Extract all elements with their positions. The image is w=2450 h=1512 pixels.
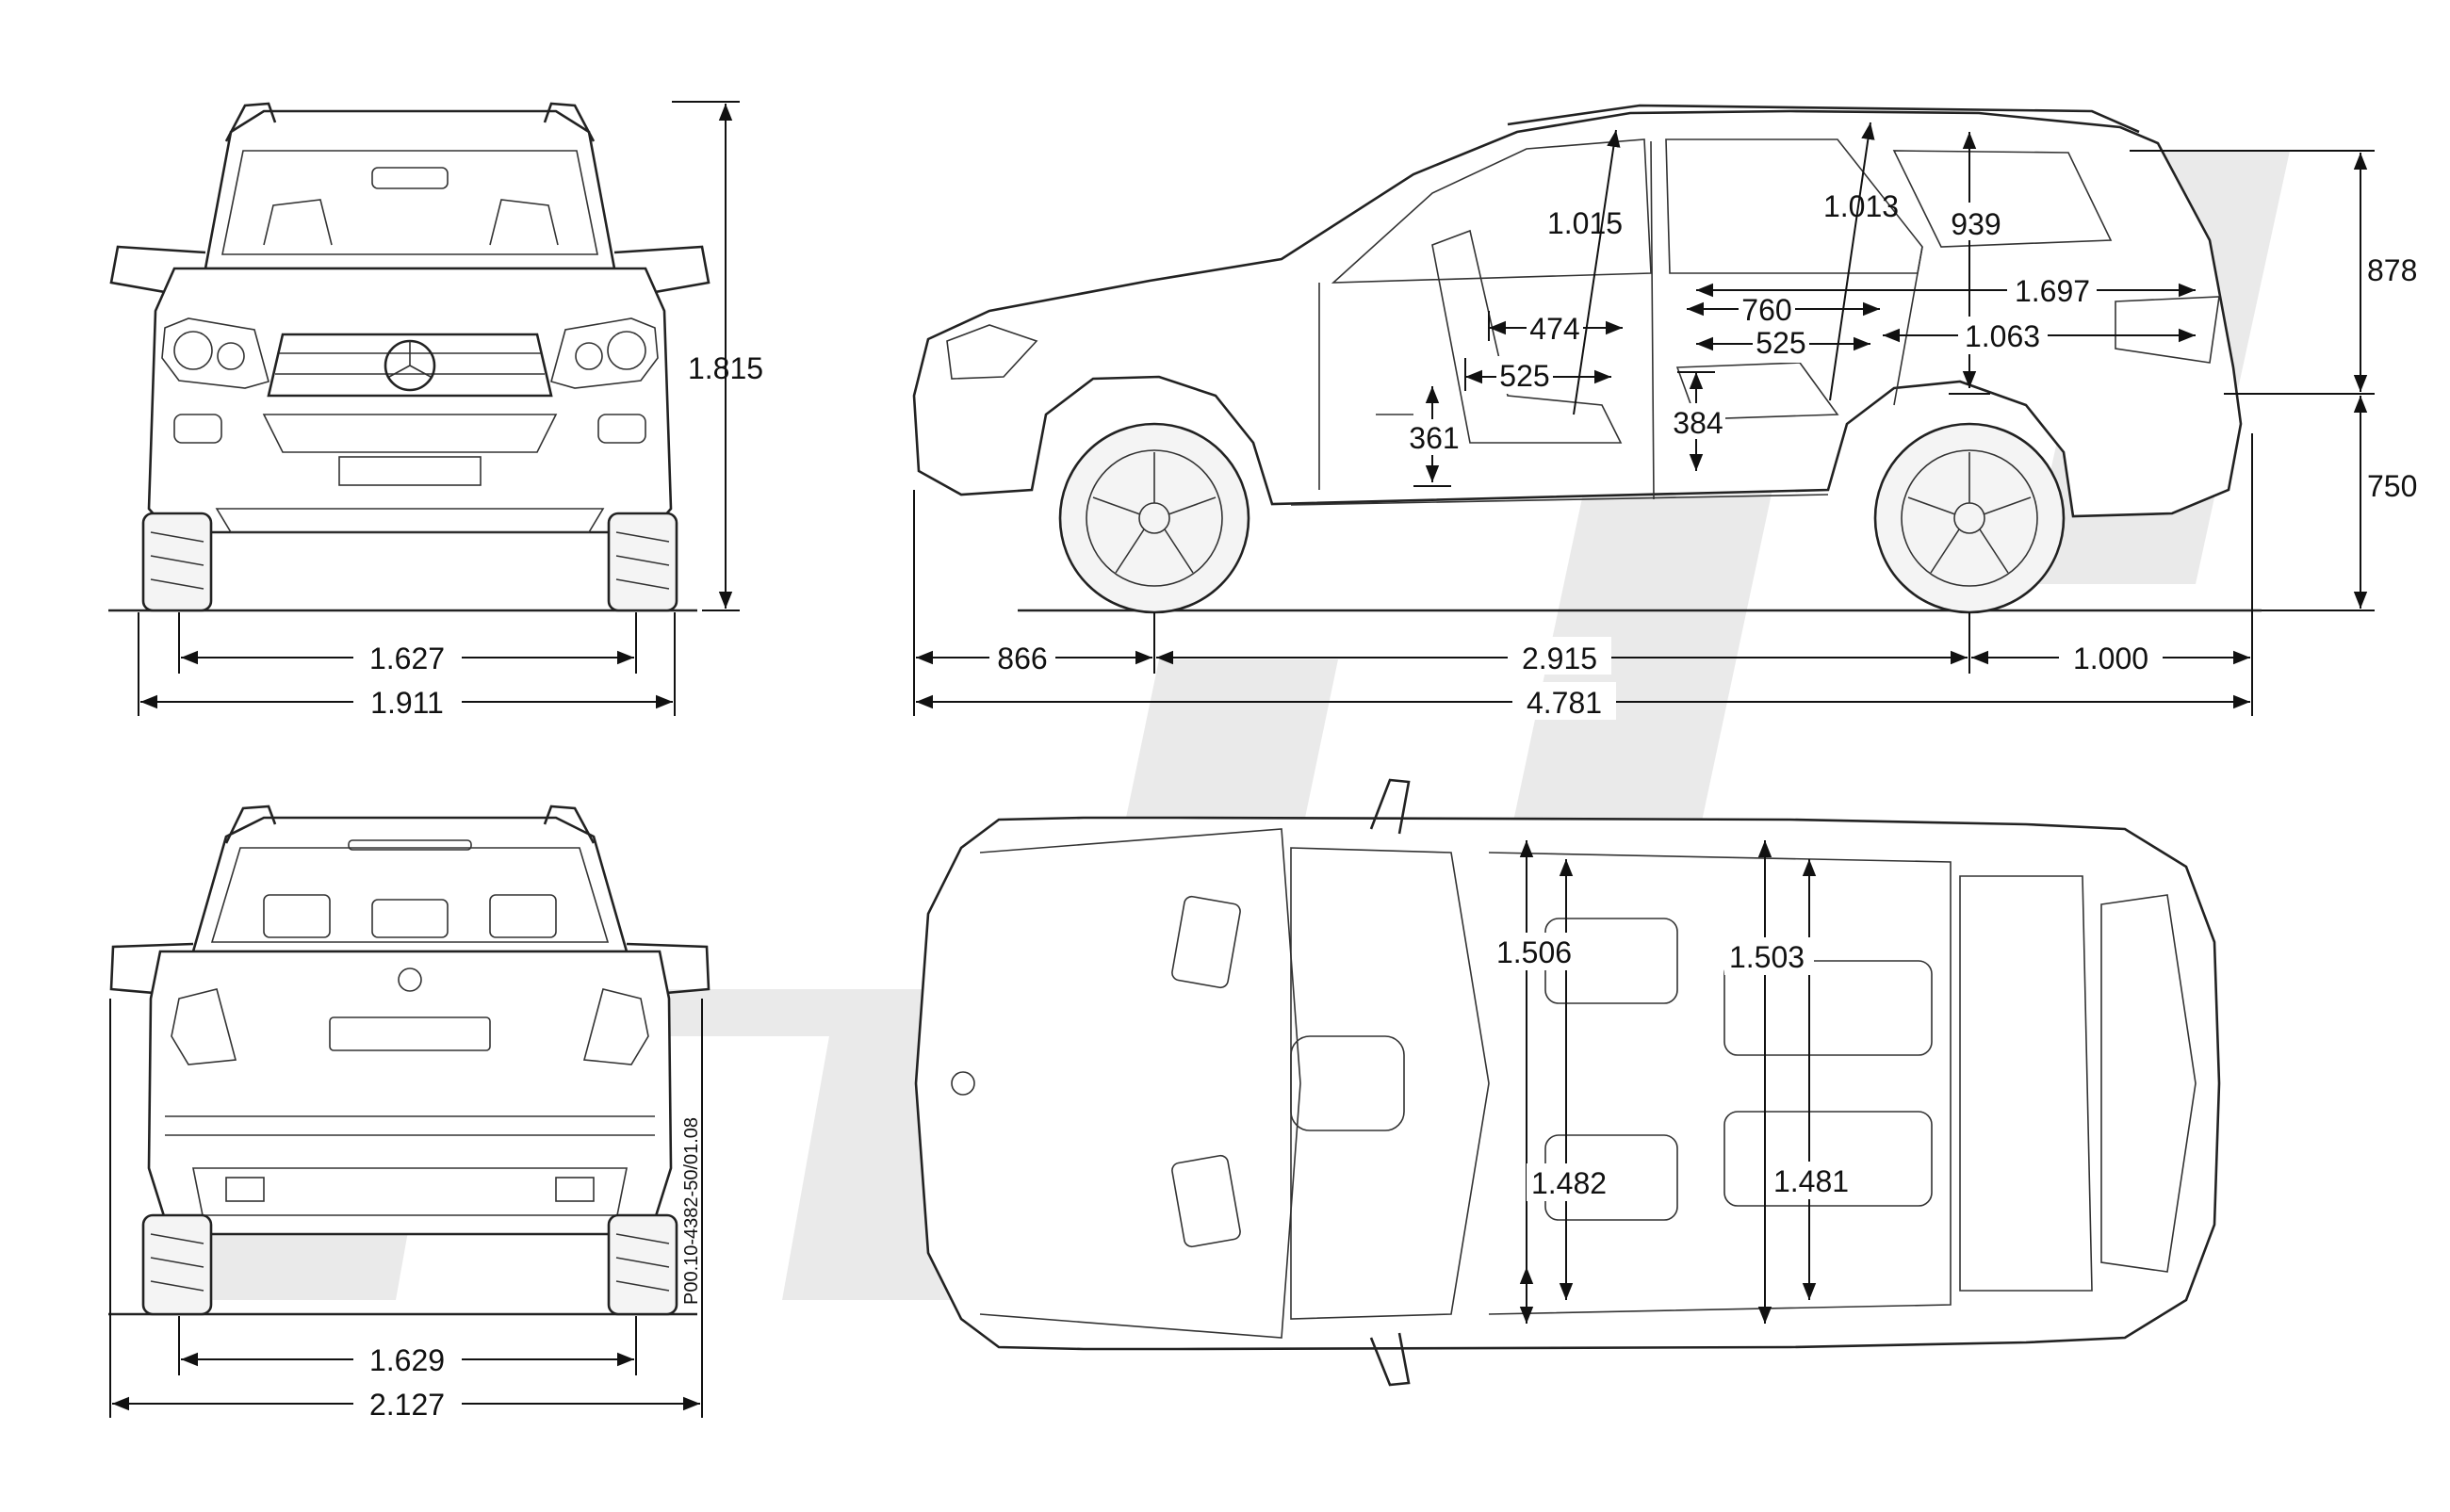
top-view: 1.506 1.503 1.482 1.481 xyxy=(914,778,2221,1387)
dimension-roof-to-belt: 878 xyxy=(2367,253,2417,287)
dimension-rear-hip-width: 1.481 xyxy=(1773,1164,1849,1198)
dimension-rear-seat-height: 384 xyxy=(1673,406,1723,440)
dimension-front-height: 1.815 xyxy=(688,351,763,385)
front-view: 1.815 1.627 1.911 xyxy=(108,101,763,720)
rear-view: P00.10-4382-50/01.08 1.629 2.127 xyxy=(108,805,710,1422)
dimension-front-shoulder-width: 1.506 xyxy=(1496,935,1572,969)
car-top-view-icon xyxy=(914,778,2221,1387)
dimension-belt-to-ground: 750 xyxy=(2367,469,2417,503)
drawing-code: P00.10-4382-50/01.08 xyxy=(681,1117,702,1305)
dimension-wheelbase: 2.915 xyxy=(1522,642,1597,675)
dimension-rear-shoulder-width: 1.503 xyxy=(1729,940,1805,974)
dimension-rear-overhang: 1.000 xyxy=(2073,642,2148,675)
car-front-view-icon xyxy=(108,102,710,612)
dimension-front-width: 1.911 xyxy=(370,686,444,720)
dimension-rear-headroom: 1.013 xyxy=(1823,189,1899,223)
dimension-front-track: 1.627 xyxy=(369,642,445,675)
dimension-front-seat-height: 361 xyxy=(1409,421,1459,455)
dimension-cargo-length: 1.063 xyxy=(1965,319,2040,353)
dimension-cargo-length-max: 1.697 xyxy=(2015,274,2090,308)
dimension-rear-knee-room: 760 xyxy=(1741,293,1791,327)
car-rear-view-icon xyxy=(108,805,710,1316)
dimension-rear-track: 1.629 xyxy=(369,1343,445,1377)
dimension-front-seat-depth: 474 xyxy=(1529,312,1579,346)
dimension-rear-legroom: 525 xyxy=(1756,326,1805,360)
dimension-front-overhang: 866 xyxy=(997,642,1047,675)
dimension-rear-width-mirrors: 2.127 xyxy=(369,1388,445,1422)
side-view: 1.015 1.013 939 474 525 760 525 361 xyxy=(912,104,2417,720)
dimension-overall-length: 4.781 xyxy=(1527,686,1602,720)
dimension-front-headroom: 1.015 xyxy=(1547,206,1623,240)
dimension-front-hip-width: 1.482 xyxy=(1531,1166,1607,1200)
dimension-cargo-height: 939 xyxy=(1951,207,2001,241)
dimension-front-legroom: 525 xyxy=(1499,359,1549,393)
